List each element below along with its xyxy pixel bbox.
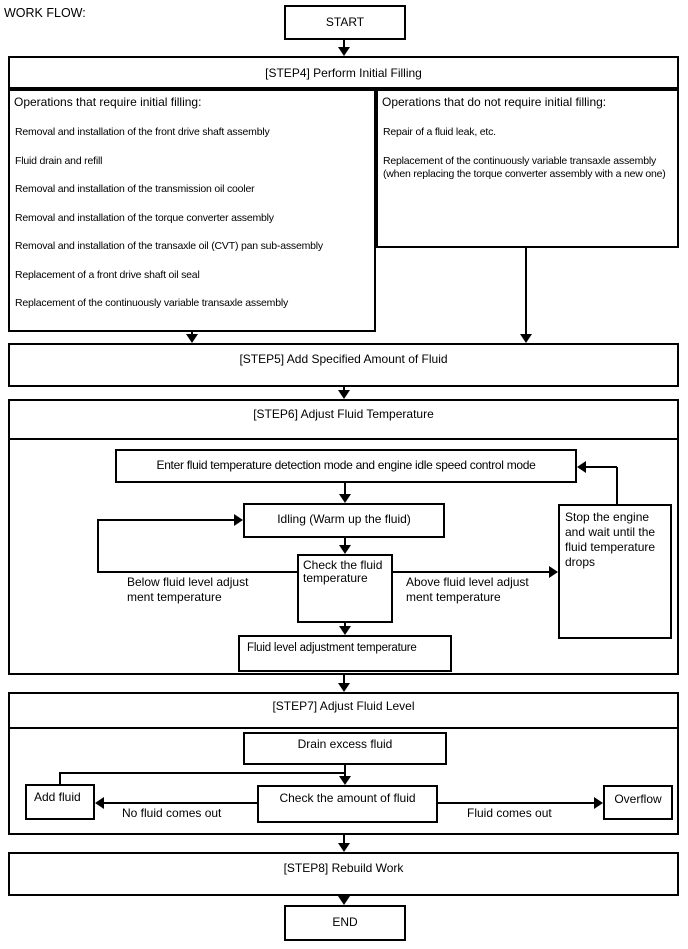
arrowhead-fluidout-to-overflow [594, 797, 603, 809]
check-amount-node: Check the amount of fluid [257, 785, 438, 823]
line-start-to-step4 [343, 40, 345, 48]
step7-header-divider [10, 727, 677, 729]
line-below-loop-vertical [97, 519, 99, 573]
list-item: Replacement of a front drive shaft oil s… [15, 268, 200, 281]
arrowhead-above-to-stop [549, 566, 558, 578]
below-temperature-label-line1: Below fluid level adjust [127, 575, 249, 589]
above-temperature-label: Above fluid level adjust ment temperatur… [406, 575, 529, 605]
overflow-node: Overflow [603, 785, 673, 820]
arrowhead-leftcol-to-step5 [186, 334, 198, 343]
arrowhead-idling-to-checktemp [339, 545, 351, 554]
step6-title: [STEP6] Adjust Fluid Temperature [253, 407, 434, 421]
stop-engine-node: Stop the engine and wait until the fluid… [558, 504, 672, 639]
fluid-level-adjustment-node: Fluid level adjustment temperature [238, 635, 452, 672]
arrowhead-nofluid-to-addfluid [95, 797, 104, 809]
check-temperature-node: Check the fluid temperature [297, 554, 393, 623]
list-item: Removal and installation of the front dr… [15, 126, 270, 138]
arrowhead-step7-to-step8 [338, 843, 350, 852]
arrowhead-start-to-step4 [338, 47, 350, 56]
above-temperature-label-line1: Above fluid level adjust [406, 575, 529, 589]
list-item: Replacement of the continuously variable… [383, 154, 666, 180]
line-checktemp-to-fluidlevel [344, 623, 346, 627]
line-leftcol-to-step5 [191, 332, 193, 335]
workflow-label: WORK FLOW: [4, 6, 86, 20]
start-node: START [284, 5, 406, 40]
below-temperature-label-line2: ment temperature [127, 590, 222, 604]
end-node: END [284, 905, 406, 941]
right-column-title: Operations that do not require initial f… [382, 95, 607, 109]
line-step7-to-step8 [343, 835, 345, 844]
arrowhead-enter-to-idling [339, 494, 351, 503]
idling-node: Idling (Warm up the fluid) [243, 503, 445, 538]
arrowhead-step8-to-end [338, 896, 350, 905]
arrowhead-step5-to-step6 [338, 390, 350, 399]
no-fluid-label: No fluid comes out [122, 806, 222, 820]
step6-header-divider [10, 438, 677, 440]
list-item: Removal and installation of the torque c… [15, 211, 274, 224]
list-item: Repair of a fluid leak, etc. [383, 126, 496, 138]
arrowhead-stop-to-enter [577, 461, 586, 473]
drain-node: Drain excess fluid [243, 732, 447, 765]
below-temperature-label: Below fluid level adjust ment temperatur… [127, 575, 248, 605]
step4-header: [STEP4] Perform Initial Filling [8, 56, 679, 89]
step8-node: [STEP8] Rebuild Work [8, 852, 679, 896]
list-item: Fluid drain and refill [15, 154, 103, 167]
line-below-loop-bottom [98, 571, 297, 573]
line-rightcol-to-step5 [525, 248, 527, 335]
line-drain-to-checkamount [344, 765, 346, 777]
line-stop-loop-vertical [616, 467, 618, 504]
arrowhead-below-loop-to-idling [234, 514, 243, 526]
line-idling-to-checktemp [344, 538, 346, 546]
line-nofluid-branch [104, 802, 257, 804]
arrowhead-drain-to-checkamount [339, 776, 351, 785]
list-item: Removal and installation of the transmis… [15, 183, 255, 195]
step4-left-column: Operations that require initial filling:… [8, 89, 376, 332]
line-fluidout-branch [438, 802, 594, 804]
line-enter-to-idling [344, 483, 346, 495]
above-temperature-label-line2: ment temperature [406, 590, 501, 604]
enter-mode-node: Enter fluid temperature detection mode a… [115, 449, 577, 483]
fluid-out-label: Fluid comes out [467, 806, 552, 820]
arrowhead-checktemp-to-fluidlevel [339, 626, 351, 635]
step4-right-column: Operations that do not require initial f… [376, 89, 679, 248]
step5-node: [STEP5] Add Specified Amount of Fluid [8, 343, 679, 387]
line-above-branch [393, 571, 549, 573]
arrowhead-step6-to-step7 [338, 683, 350, 692]
add-fluid-node: Add fluid [25, 784, 95, 820]
line-below-loop-top [98, 519, 234, 521]
step7-title: [STEP7] Adjust Fluid Level [272, 699, 415, 713]
list-item: Replacement of the continuously variable… [15, 297, 289, 309]
line-stop-loop-horizontal [583, 466, 617, 468]
line-step5-to-step6 [343, 387, 345, 391]
arrowhead-rightcol-to-step5 [520, 334, 532, 343]
line-addfluid-loop-vertical [59, 772, 61, 784]
line-addfluid-loop-horizontal [59, 772, 346, 774]
left-column-title: Operations that require initial filling: [14, 95, 202, 109]
line-step6-to-step7 [343, 675, 345, 684]
list-item: Removal and installation of the transaxl… [15, 240, 323, 252]
